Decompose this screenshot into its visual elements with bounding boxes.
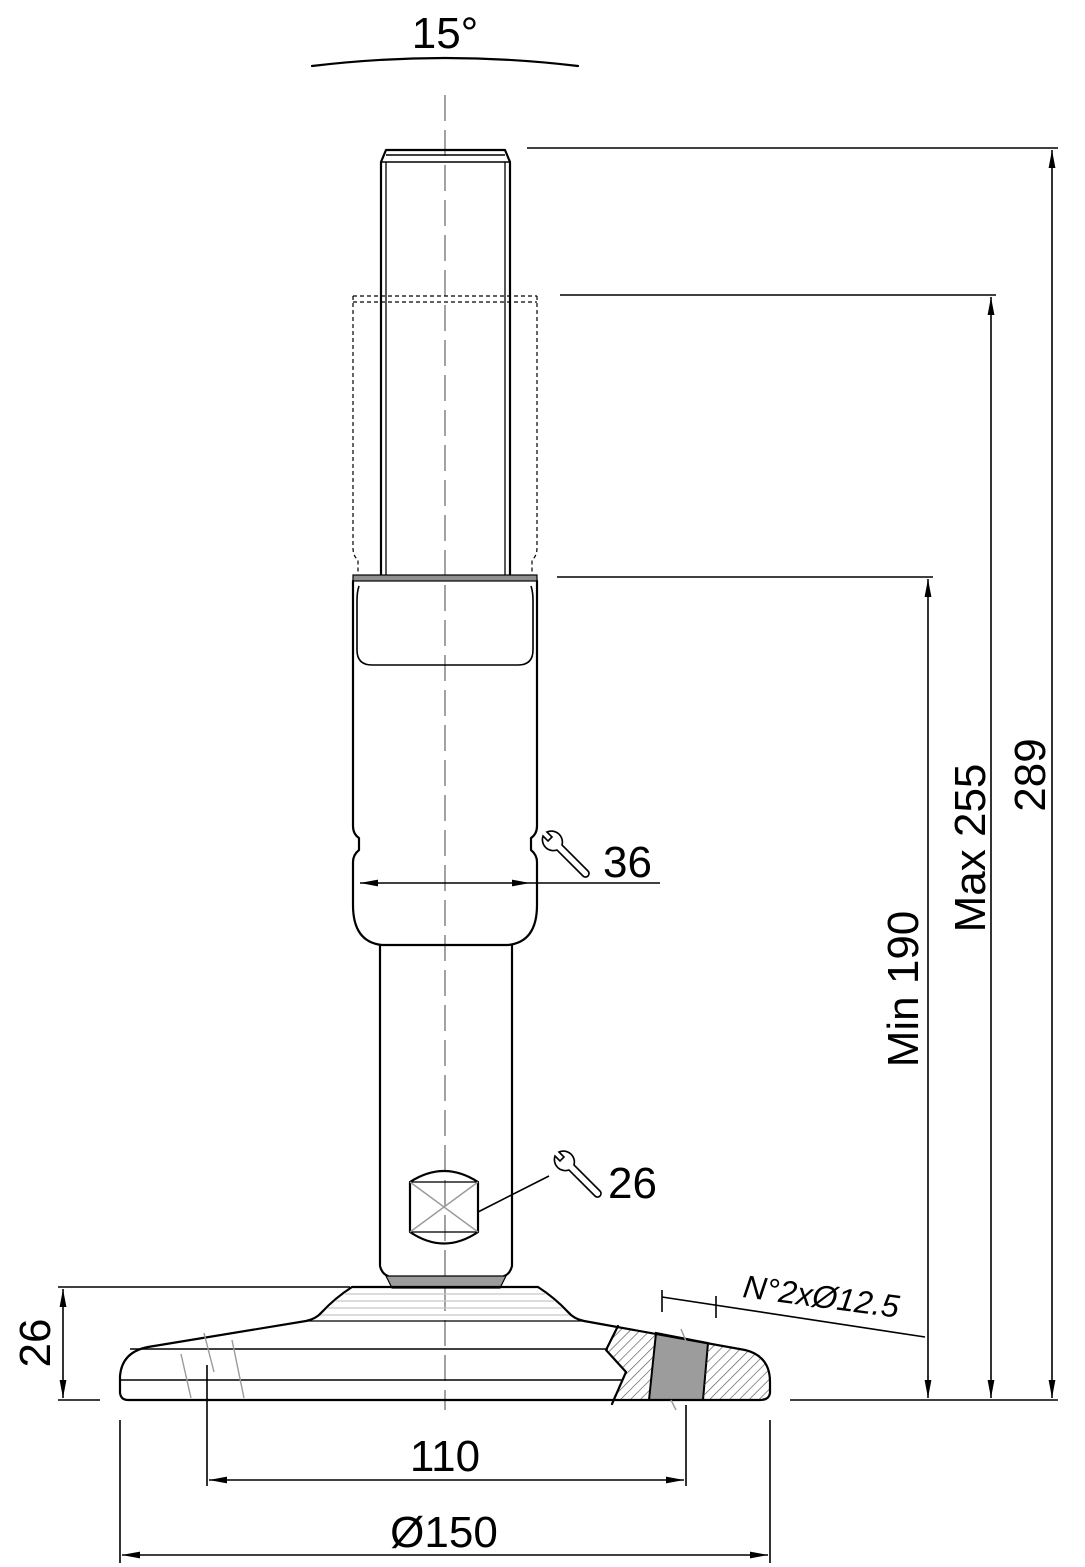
section-break-line bbox=[604, 1324, 628, 1406]
hidden-line bbox=[531, 296, 538, 575]
body-housing bbox=[351, 579, 539, 947]
dimension-base-height: 26 bbox=[11, 1286, 350, 1401]
section-hatch-left bbox=[606, 1326, 656, 1400]
stud-wrench-leader bbox=[477, 1175, 550, 1213]
base-outline-left bbox=[118, 1285, 762, 1402]
holes-leader bbox=[661, 1296, 926, 1338]
holes-callout: N°2xØ12.5 bbox=[661, 1268, 926, 1338]
wrench-icon bbox=[541, 830, 590, 878]
tilt-angle-label: 15° bbox=[412, 9, 479, 58]
dimension-base-diameter: Ø150 bbox=[119, 1420, 771, 1563]
dimension-max-height: Max 255 bbox=[560, 294, 996, 1398]
base-diameter-label: Ø150 bbox=[390, 1508, 498, 1557]
tilt-angle-indicator: 15° bbox=[310, 9, 580, 68]
threaded-stud bbox=[379, 148, 512, 577]
max-height-label: Max 255 bbox=[946, 764, 995, 933]
body-wrench-size: 36 bbox=[603, 838, 652, 887]
shaft-right-edge bbox=[502, 943, 514, 1278]
flat-diagonal bbox=[409, 1181, 479, 1233]
shaft-left-edge bbox=[378, 943, 390, 1278]
hole-hidden-line bbox=[670, 1399, 677, 1411]
section-hatch-right bbox=[703, 1343, 770, 1400]
min-height-label: Min 190 bbox=[879, 911, 928, 1068]
lower-shaft bbox=[378, 943, 514, 1289]
dimension-hole-spacing: 110 bbox=[206, 1365, 687, 1486]
dimension-min-height: Min 190 bbox=[557, 576, 933, 1398]
stud-outline bbox=[379, 148, 512, 577]
holes-note: N°2xØ12.5 bbox=[741, 1268, 901, 1324]
mounting-hole-section bbox=[647, 1331, 710, 1401]
base-height-label: 26 bbox=[11, 1319, 60, 1368]
hidden-line bbox=[352, 296, 359, 575]
hole-hidden-line bbox=[680, 1328, 689, 1347]
hole-hidden-line bbox=[231, 1339, 245, 1399]
hole-hidden-line bbox=[203, 1332, 215, 1373]
body-outline bbox=[351, 579, 539, 947]
base-pad bbox=[118, 1285, 772, 1411]
total-height-label: 289 bbox=[1006, 738, 1055, 811]
stud-wrench-callout: 26 bbox=[477, 1150, 657, 1213]
body-top-recess bbox=[356, 585, 534, 666]
dimension-total-height: 289 bbox=[527, 147, 1058, 1398]
hole-hidden-line bbox=[180, 1353, 192, 1399]
wrench-flat-square bbox=[409, 1181, 479, 1233]
stud-wrench-size: 26 bbox=[608, 1159, 657, 1208]
tilt-arc bbox=[310, 56, 580, 68]
hidden-extension-outline bbox=[352, 295, 538, 575]
wrench-icon bbox=[553, 1150, 602, 1198]
body-wrench-callout: 36 bbox=[360, 830, 660, 887]
washer bbox=[352, 574, 538, 582]
hole-spacing-label: 110 bbox=[410, 1432, 480, 1481]
base-outline-right bbox=[536, 1285, 772, 1402]
